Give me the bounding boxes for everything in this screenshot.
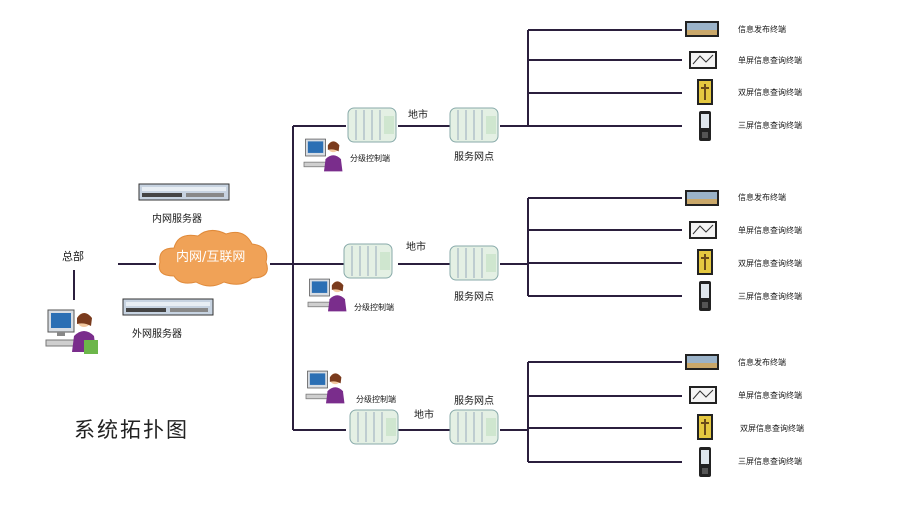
dual-screen-terminal-icon bbox=[697, 249, 713, 275]
inner-server-icon bbox=[138, 183, 230, 201]
dual-screen-terminal-icon bbox=[697, 414, 713, 440]
diagram-title: 系统拓扑图 bbox=[74, 418, 189, 442]
display-terminal-icon bbox=[685, 21, 719, 37]
service-device-icon bbox=[449, 245, 499, 281]
triple-screen-terminal-icon bbox=[699, 111, 711, 141]
terminal-label: 双屏信息查询终端 bbox=[740, 424, 804, 433]
service-label: 服务网点 bbox=[454, 292, 494, 303]
hq-operator-icon bbox=[45, 309, 98, 354]
terminal-label: 三屏信息查询终端 bbox=[738, 457, 802, 466]
controller-label: 分级控制端 bbox=[350, 154, 390, 163]
outer-server-label: 外网服务器 bbox=[132, 329, 182, 340]
terminal-label: 单屏信息查询终端 bbox=[738, 226, 802, 235]
hq-label: 总部 bbox=[62, 250, 84, 263]
terminal-label: 单屏信息查询终端 bbox=[738, 56, 802, 65]
service-device-icon bbox=[449, 409, 499, 445]
single-screen-terminal-icon bbox=[689, 221, 717, 239]
controller-label: 分级控制端 bbox=[354, 303, 394, 312]
terminal-label: 双屏信息查询终端 bbox=[738, 259, 802, 268]
city-device-icon bbox=[343, 243, 393, 279]
triple-screen-terminal-icon bbox=[699, 447, 711, 477]
service-device-icon bbox=[449, 107, 499, 143]
city-device-icon bbox=[347, 107, 397, 143]
dual-screen-terminal-icon bbox=[697, 79, 713, 105]
inner-server-label: 内网服务器 bbox=[152, 214, 202, 225]
display-terminal-icon bbox=[685, 354, 719, 370]
terminal-label: 三屏信息查询终端 bbox=[738, 121, 802, 130]
terminal-label: 单屏信息查询终端 bbox=[738, 391, 802, 400]
terminal-label: 双屏信息查询终端 bbox=[738, 88, 802, 97]
terminal-label: 信息发布终端 bbox=[738, 193, 786, 202]
terminal-label: 信息发布终端 bbox=[738, 358, 786, 367]
terminal-label: 三屏信息查询终端 bbox=[738, 292, 802, 301]
controller-label: 分级控制端 bbox=[356, 395, 396, 404]
controller-operator-icon bbox=[305, 370, 345, 404]
controller-operator-icon bbox=[307, 278, 347, 312]
display-terminal-icon bbox=[685, 190, 719, 206]
cloud-label: 内网/互联网 bbox=[176, 250, 246, 265]
terminal-label: 信息发布终端 bbox=[738, 25, 786, 34]
triple-screen-terminal-icon bbox=[699, 281, 711, 311]
service-label: 服务网点 bbox=[454, 396, 494, 407]
single-screen-terminal-icon bbox=[689, 386, 717, 404]
controller-operator-icon bbox=[303, 138, 343, 172]
city-label: 地市 bbox=[414, 410, 434, 421]
single-screen-terminal-icon bbox=[689, 51, 717, 69]
city-label: 地市 bbox=[408, 110, 428, 121]
service-label: 服务网点 bbox=[454, 152, 494, 163]
city-label: 地市 bbox=[406, 242, 426, 253]
cloud-icon bbox=[158, 230, 268, 287]
city-device-icon bbox=[349, 409, 399, 445]
outer-server-icon bbox=[122, 298, 214, 316]
